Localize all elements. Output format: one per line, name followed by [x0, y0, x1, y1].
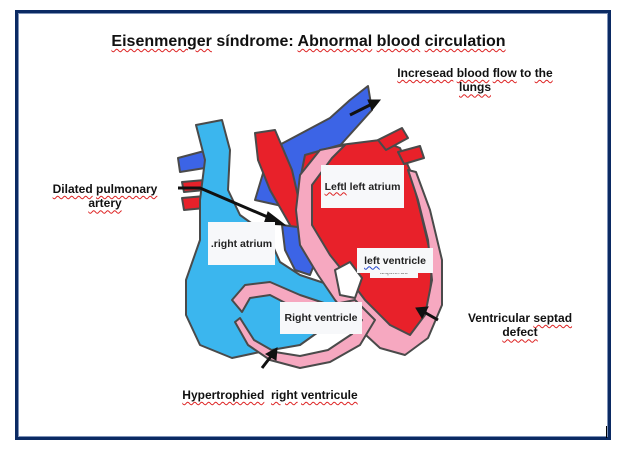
title-word: Abnormal	[297, 33, 373, 50]
pulmonary-veins-right	[377, 127, 425, 165]
title-word: blood	[376, 33, 421, 50]
septal-defect-valve	[334, 261, 363, 299]
word: Dilated	[52, 182, 93, 196]
arrow-vsd-head	[415, 306, 429, 320]
annotation-line: Ventricular septad	[455, 311, 585, 325]
text-cursor	[606, 426, 607, 438]
title-word: síndrome:	[211, 33, 298, 50]
annotation-hypertrophied-right-ventricle: Hypertrophied right ventricule	[160, 388, 380, 402]
annotation-line: Dilated pulmonary	[35, 182, 175, 196]
annotation-line: artery	[35, 196, 175, 210]
word: septad	[533, 311, 573, 325]
label-left-ventricle: left ventricle	[357, 248, 433, 273]
title-word: Eisenmenger	[111, 33, 212, 50]
arrow-hypertrophied-head	[264, 347, 278, 361]
word: left atrium	[346, 180, 401, 193]
word: Incresead	[397, 66, 454, 80]
word: flow	[492, 66, 517, 80]
word: blood	[456, 66, 490, 80]
word: defect	[502, 325, 538, 340]
annotation-line: lungs	[375, 80, 575, 94]
word: Leftl	[324, 180, 347, 193]
word: the	[534, 66, 553, 80]
label-right-ventricle: Right ventricle	[280, 302, 362, 334]
word: artery	[88, 196, 122, 211]
word: right	[270, 388, 298, 402]
space	[264, 388, 271, 402]
title-word: circulation	[424, 33, 506, 50]
label-left-atrium: Leftl left atrium	[321, 165, 404, 208]
word: ventricule	[301, 388, 358, 402]
annotation-increased-blood-flow: Incresead blood flow to the lungs	[375, 66, 575, 95]
word: left	[364, 254, 380, 267]
diagram-title: Eisenmenger síndrome: Abnormal blood cir…	[0, 32, 617, 51]
word: ventricle	[379, 254, 426, 267]
arrow-vsd	[423, 310, 439, 322]
word: to	[516, 66, 535, 80]
label-right-atrium: .right atrium	[208, 222, 275, 265]
arrow-lungs	[349, 102, 373, 117]
word: Hypertrophied	[182, 388, 265, 402]
word: Ventricular	[467, 311, 534, 325]
word: pulmonary	[96, 182, 158, 196]
word: lungs	[459, 80, 491, 95]
annotation-dilated-pulmonary-artery: Dilated pulmonary artery	[35, 182, 175, 211]
arrow-lungs-head	[367, 99, 382, 111]
annotation-line: Incresead blood flow to the	[375, 66, 575, 80]
arrow-pulmonary-artery	[178, 186, 271, 220]
annotation-ventricular-septal-defect: Ventricular septad defect	[455, 311, 585, 340]
annotation-line: defect	[455, 325, 585, 339]
